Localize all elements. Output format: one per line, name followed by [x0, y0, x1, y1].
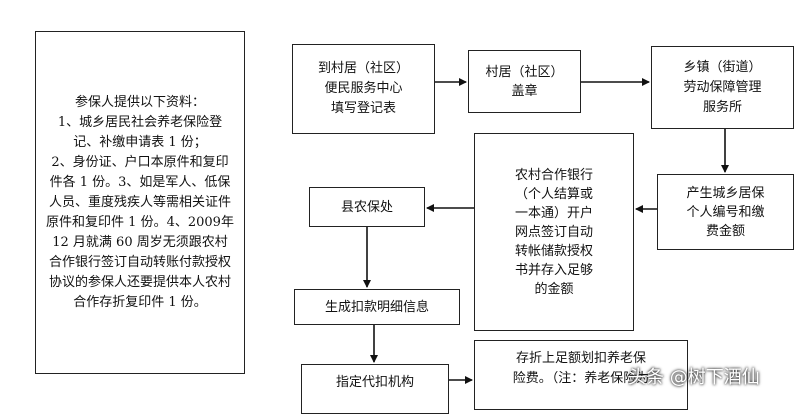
township-text: 乡镇（街道） 劳动保障管理 服务所	[683, 59, 762, 115]
bank-text: 农村合作银行 （个人结算或 一本通）开户 网点签订自动 转帐储款授权 书并存入足…	[514, 167, 593, 297]
stamp-box: 村居（社区） 盖章	[468, 50, 581, 113]
detail-box: 生成扣款明细信息	[294, 289, 460, 325]
generate-box: 产生城乡居保 个人编号和缴 费金额	[657, 174, 794, 250]
watermark: 头条 @树下酒仙	[628, 367, 760, 388]
deposit-box: 存折上足额划扣养老保 险费。（注：养老保险为	[474, 340, 688, 410]
deposit-text: 存折上足额划扣养老保 险费。（注：养老保险为	[512, 351, 650, 386]
county-box: 县农保处	[309, 187, 425, 227]
stamp-text: 村居（社区） 盖章	[485, 64, 564, 99]
flow-arrows	[363, 78, 729, 384]
county-text: 县农保处	[340, 199, 393, 215]
materials-box: 参保人提供以下资料： 1、城乡居民社会养老保险登记、补缴申请表 1 份； 2、身…	[35, 31, 245, 374]
township-box: 乡镇（街道） 劳动保障管理 服务所	[651, 46, 794, 129]
detail-text: 生成扣款明细信息	[324, 299, 429, 315]
register-text: 到村居（社区） 便民服务中心 填写登记表	[317, 61, 409, 116]
bank-box: 农村合作银行 （个人结算或 一本通）开户 网点签订自动 转帐储款授权 书并存入足…	[474, 133, 634, 331]
agency-text: 指定代扣机构	[335, 375, 414, 390]
materials-text: 参保人提供以下资料： 1、城乡居民社会养老保险登记、补缴申请表 1 份； 2、身…	[46, 94, 234, 310]
generate-text: 产生城乡居保 个人编号和缴 费金额	[686, 185, 765, 239]
register-box: 到村居（社区） 便民服务中心 填写登记表	[292, 44, 435, 134]
